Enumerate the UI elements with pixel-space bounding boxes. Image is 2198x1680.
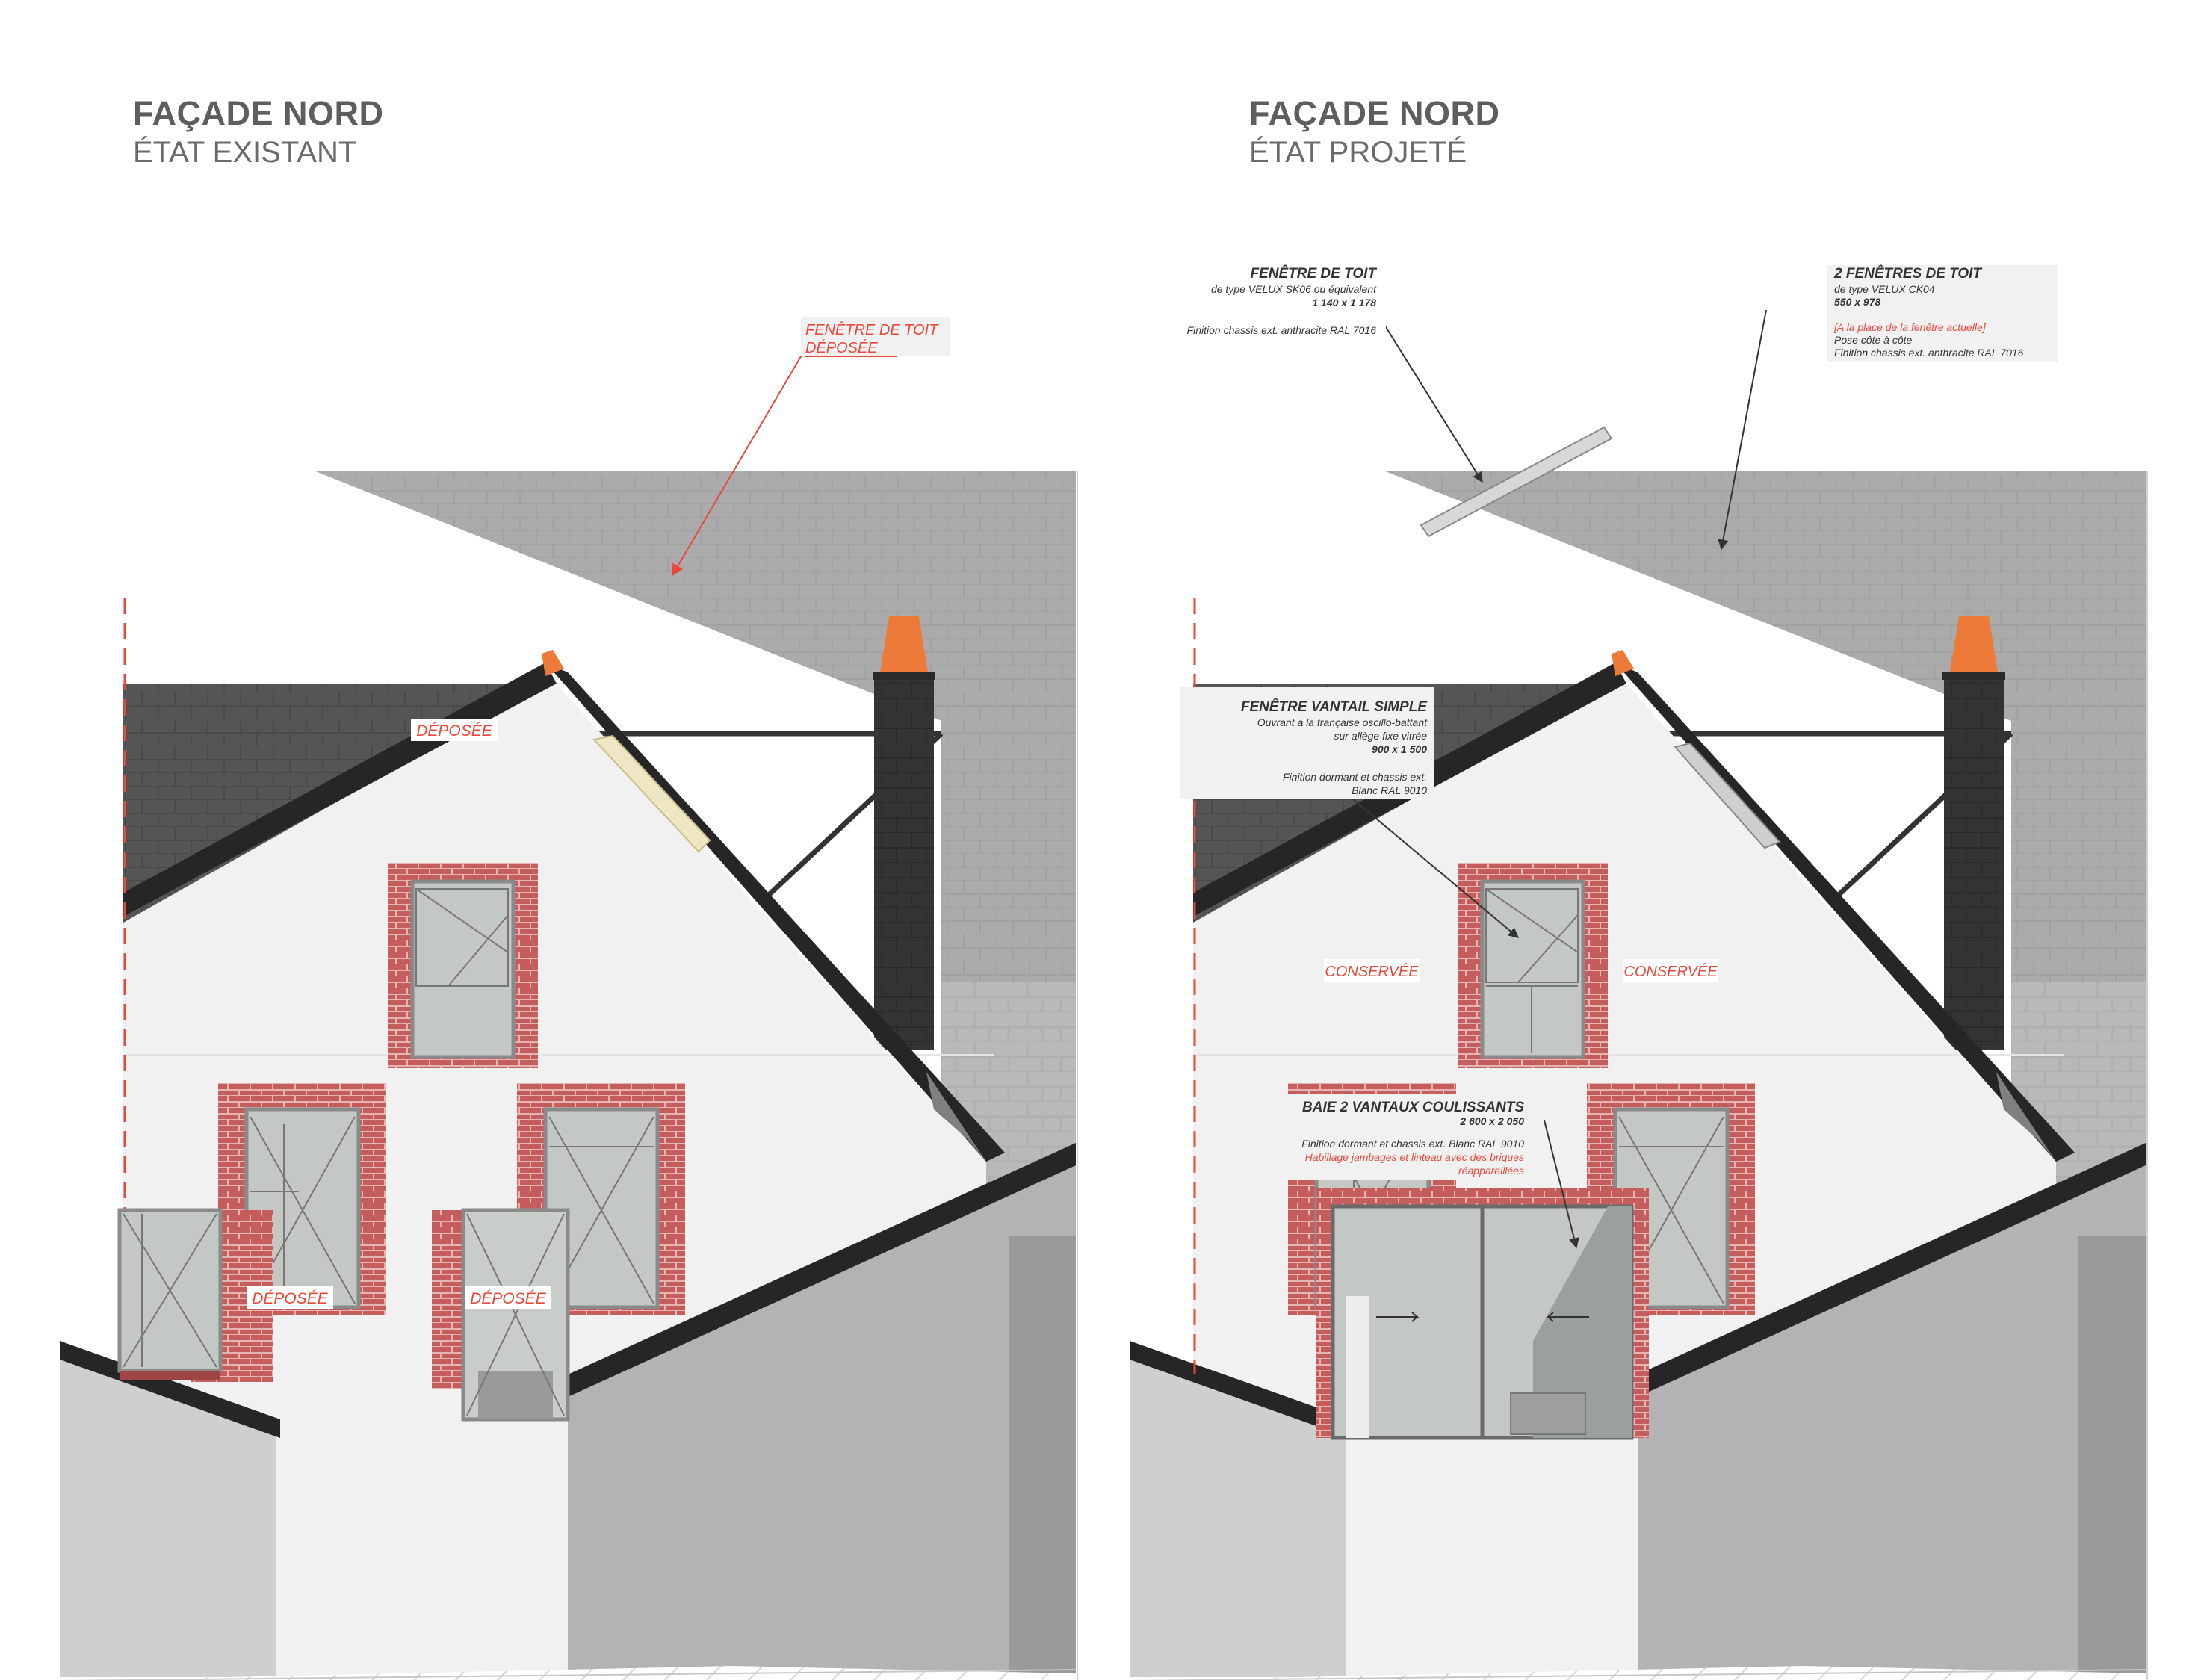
right-tag-first-right-text: CONSERVÉE	[1623, 963, 1718, 980]
note-velux-double-red: [A la place de la fenêtre actuelle]	[1833, 321, 1987, 333]
left-tag-ground-window-text: DÉPOSÉE	[252, 1290, 329, 1307]
right-tag-first-left: CONSERVÉE	[1324, 959, 1420, 982]
note-velux-double-line2: 550 x 978	[1834, 296, 1880, 308]
note-velux-single-line1: de type VELUX SK06 ou équivalent	[1211, 283, 1377, 295]
left-subtitle: ÉTAT EXISTANT	[133, 136, 357, 169]
note-velux-double-title: 2 FENÊTRES DE TOIT	[1833, 265, 1982, 282]
left-facade	[60, 352, 1077, 1680]
note-single-sash-line3: 900 x 1 500	[1372, 743, 1427, 755]
note-velux-single-title: FENÊTRE DE TOIT	[1250, 265, 1377, 282]
note-velux-double-line4: Pose côte à côte	[1834, 334, 1913, 346]
left-roof-window-label-line2: DÉPOSÉE	[805, 339, 878, 356]
left-tag-ground-door: DÉPOSÉE	[465, 1286, 551, 1309]
right-facade	[1130, 309, 2147, 1680]
left-tag-attic: DÉPOSÉE	[411, 719, 498, 741]
left-roof-window-label: FENÊTRE DE TOIT DÉPOSÉE	[801, 317, 950, 357]
note-velux-double-line5: Finition chassis ext. anthracite RAL 701…	[1834, 347, 2024, 359]
left-roof-window-label-line1: FENÊTRE DE TOIT	[805, 321, 939, 338]
right-title-block: FAÇADE NORD ÉTAT PROJETÉ	[1249, 94, 1500, 170]
note-single-sash-line1: Ouvrant à la française oscillo-battant	[1257, 716, 1428, 728]
left-tag-ground-door-text: DÉPOSÉE	[470, 1290, 547, 1307]
left-title: FAÇADE NORD	[133, 94, 384, 132]
note-velux-double-line1: de type VELUX CK04	[1834, 283, 1935, 295]
right-tag-first-right: CONSERVÉE	[1623, 959, 1718, 982]
note-sliding-bay: BAIE 2 VANTAUX COULISSANTS 2 600 x 2 050…	[1270, 1094, 1532, 1180]
note-single-sash-title: FENÊTRE VANTAIL SIMPLE	[1241, 698, 1428, 715]
note-sliding-bay-line3: Finition dormant et chassis ext. Blanc R…	[1301, 1138, 1524, 1150]
note-single-sash-line6: Blanc RAL 9010	[1352, 784, 1427, 796]
right-subtitle: ÉTAT PROJETÉ	[1249, 136, 1467, 169]
note-single-sash-line5: Finition dormant et chassis ext.	[1283, 771, 1427, 783]
left-title-block: FAÇADE NORD ÉTAT EXISTANT	[133, 94, 384, 170]
note-single-sash-line2: sur allège fixe vitrée	[1334, 730, 1427, 742]
right-tag-first-left-text: CONSERVÉE	[1325, 963, 1419, 980]
note-single-sash: FENÊTRE VANTAIL SIMPLE Ouvrant à la fran…	[1180, 687, 1434, 799]
note-sliding-bay-red2: réappareillées	[1458, 1165, 1524, 1177]
note-sliding-bay-red1: Habillage jambages et linteau avec des b…	[1305, 1151, 1524, 1163]
note-sliding-bay-title: BAIE 2 VANTAUX COULISSANTS	[1302, 1100, 1524, 1115]
note-velux-single-line2: 1 140 x 1 178	[1312, 297, 1376, 309]
right-title: FAÇADE NORD	[1249, 94, 1500, 132]
left-tag-attic-text: DÉPOSÉE	[416, 722, 493, 740]
left-tag-ground-window: DÉPOSÉE	[247, 1286, 333, 1309]
note-sliding-bay-line1: 2 600 x 2 050	[1459, 1115, 1524, 1127]
note-velux-single-line4: Finition chassis ext. anthracite RAL 701…	[1187, 324, 1377, 336]
note-velux-single: FENÊTRE DE TOIT de type VELUX SK06 ou éq…	[1162, 258, 1386, 341]
note-velux-double: 2 FENÊTRES DE TOIT de type VELUX CK04 55…	[1827, 265, 2058, 362]
